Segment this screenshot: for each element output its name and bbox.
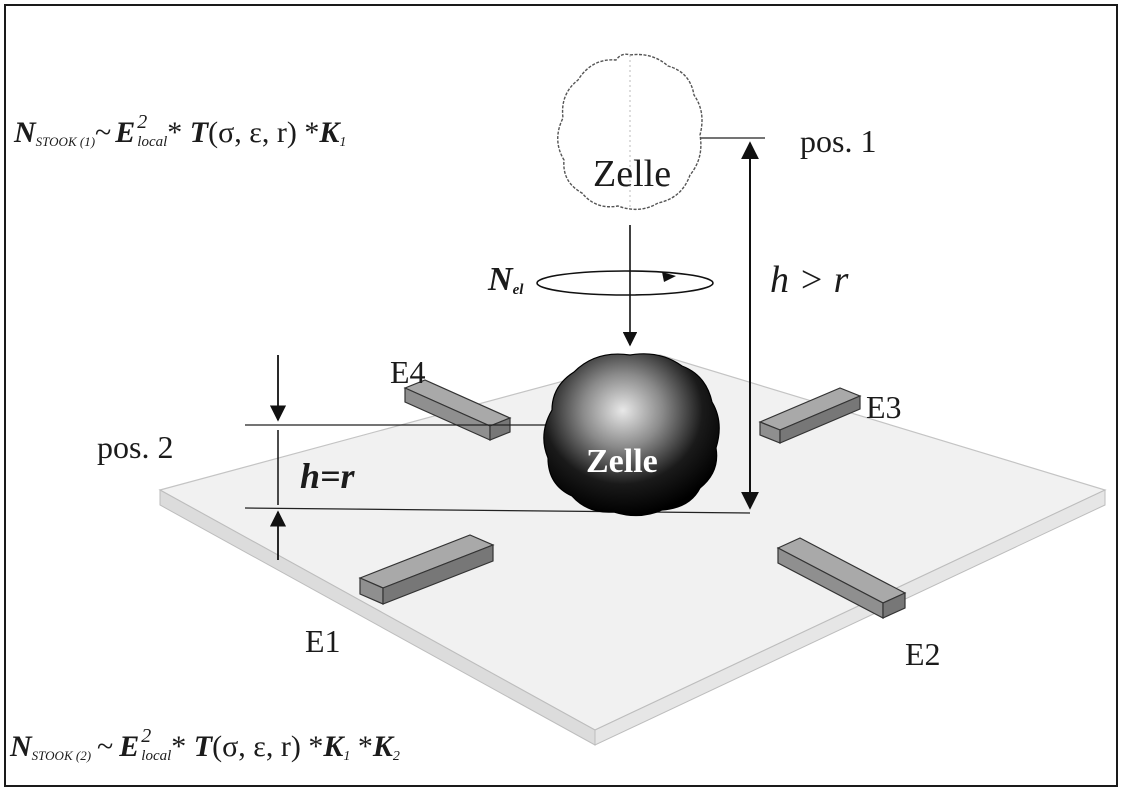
cell-top-label: Zelle xyxy=(593,153,671,195)
electrode-e2-label: E2 xyxy=(905,636,941,672)
pos1-label: pos. 1 xyxy=(800,123,876,159)
cell-bottom xyxy=(543,353,720,517)
electrode-e4 xyxy=(403,379,512,441)
electrode-e1-label: E1 xyxy=(305,623,341,659)
cell-top xyxy=(557,53,703,211)
electrode-e3-label: E3 xyxy=(866,389,902,425)
electrode-e2 xyxy=(776,537,907,619)
h-eq-r-label: h=r xyxy=(300,456,356,496)
h-gt-r-label: h > r xyxy=(770,259,849,301)
nel-label: Nel xyxy=(487,261,524,298)
electrode-e1 xyxy=(358,534,495,605)
cell-bottom-label: Zelle xyxy=(586,443,658,480)
pos2-bottom-line xyxy=(244,507,751,514)
pos2-label: pos. 2 xyxy=(97,429,173,465)
rotation-ellipse xyxy=(536,270,714,296)
electrode-e4-label: E4 xyxy=(390,354,426,390)
electrode-e3 xyxy=(758,387,862,444)
substrate-plate xyxy=(158,354,1107,746)
